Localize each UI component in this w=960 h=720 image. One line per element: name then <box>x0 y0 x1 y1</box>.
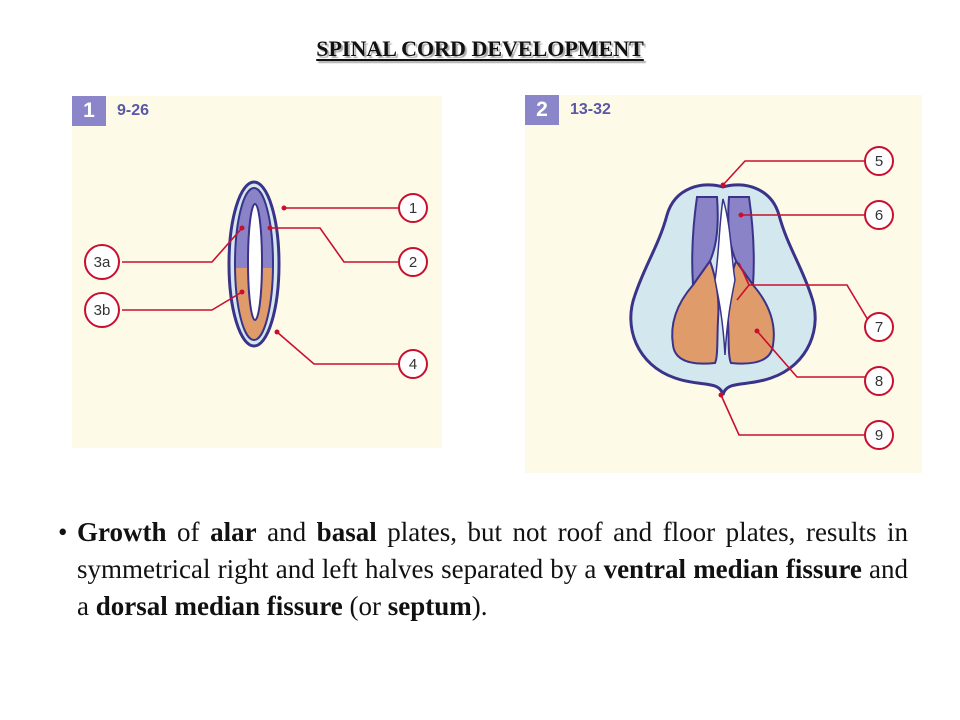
bullet-term: dorsal median fissure <box>95 591 343 621</box>
label-1: 1 <box>398 193 428 223</box>
label-4: 4 <box>398 349 428 379</box>
figure-1-panel: 1 9-26 <box>72 96 442 448</box>
figure-1-code: 9-26 <box>117 102 150 119</box>
svg-text:9: 9 <box>875 427 883 444</box>
bullet-text-segment: and <box>256 517 317 547</box>
label-7: 7 <box>864 312 894 342</box>
central-canal <box>714 198 736 356</box>
svg-text:6: 6 <box>875 207 883 224</box>
bullet-text-segment: plates, but not roof and floor plates, r… <box>77 517 908 584</box>
label-3b: 3b <box>84 292 120 328</box>
bullet-text-segment: of <box>166 517 211 547</box>
bullet-term: septum <box>387 591 472 621</box>
svg-text:5: 5 <box>875 153 883 170</box>
bullet-term: ventral median fissure <box>603 554 862 584</box>
svg-text:2: 2 <box>409 254 417 271</box>
svg-text:1: 1 <box>409 200 417 217</box>
figure-1-number: 1 <box>72 96 106 126</box>
figure-2-panel: 2 13-32 5 <box>525 95 922 473</box>
bullet-text-segment: (or <box>342 591 388 621</box>
label-9: 9 <box>864 420 894 450</box>
bullet-term: Growth <box>77 517 167 547</box>
svg-text:8: 8 <box>875 373 883 390</box>
svg-text:7: 7 <box>875 319 883 336</box>
bullet-term: alar <box>210 517 257 547</box>
figure-2-diagram: 5 6 7 8 9 <box>629 146 894 450</box>
svg-text:3b: 3b <box>94 302 111 319</box>
label-3a: 3a <box>84 244 120 280</box>
page-title: SPINAL CORD DEVELOPMENT <box>316 36 644 61</box>
bullet-text-segment: ). <box>471 591 488 621</box>
figure-1-diagram: 1 2 3a 3b 4 <box>84 180 428 379</box>
svg-text:3a: 3a <box>94 254 111 271</box>
bullet-term: basal <box>316 517 377 547</box>
svg-text:4: 4 <box>409 356 417 373</box>
label-2: 2 <box>398 247 428 277</box>
label-6: 6 <box>864 200 894 230</box>
bullet-symbol: • <box>58 517 68 547</box>
figure-2-number: 2 <box>525 95 559 125</box>
figure-2-code: 13-32 <box>570 101 611 118</box>
label-5: 5 <box>864 146 894 176</box>
label-8: 8 <box>864 366 894 396</box>
central-canal <box>247 203 263 321</box>
bullet-text-segment: and a <box>77 554 909 621</box>
bullet-point: • Growth of alar and basal plates, but n… <box>58 514 908 625</box>
bullet-text: Growth of alar and basal plates, but not… <box>77 514 908 625</box>
